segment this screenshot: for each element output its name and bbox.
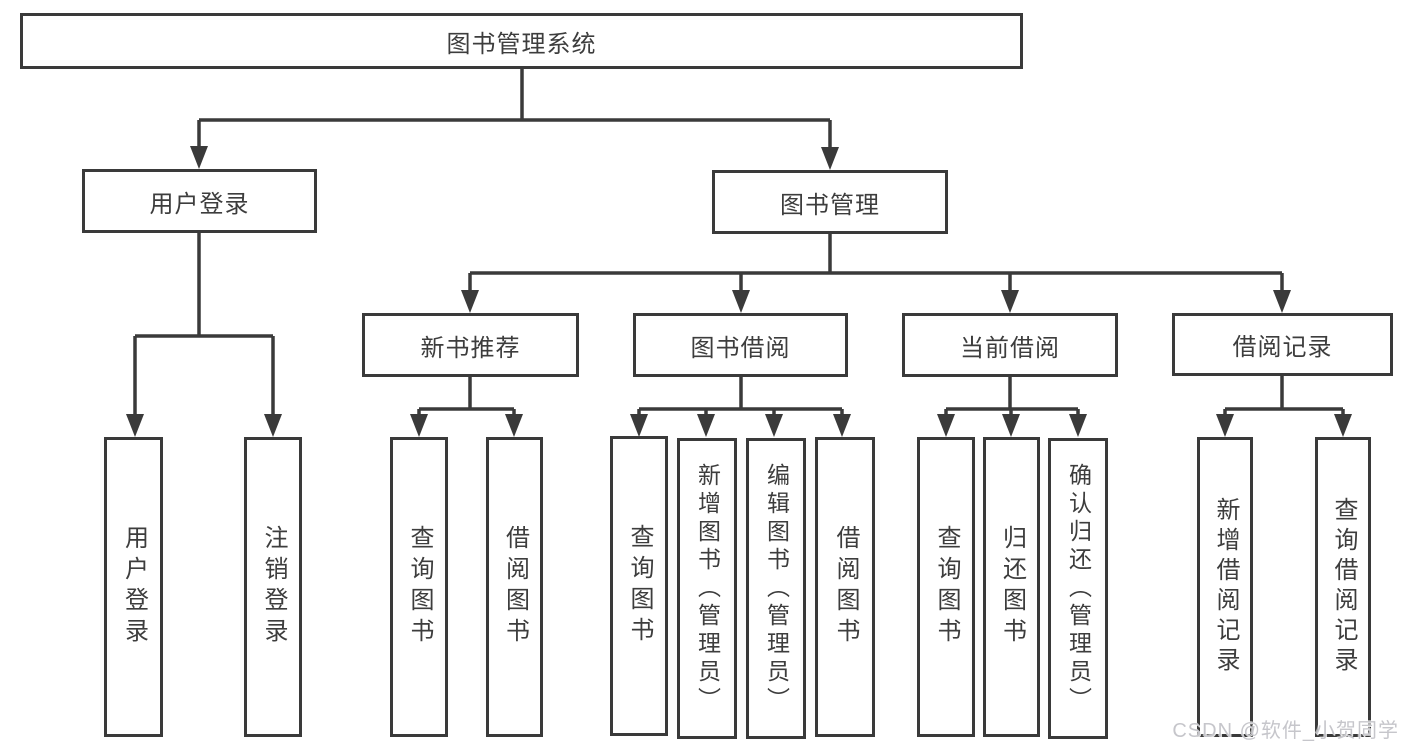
node-label: 编辑图书（管理员）: [763, 462, 790, 715]
node-label: 归还图书: [998, 525, 1026, 649]
node-label: 图书借阅: [690, 334, 791, 362]
arrowhead-icon: [732, 290, 750, 313]
arrowhead-icon: [1216, 414, 1234, 437]
node-new-books: 新书推荐: [362, 313, 579, 377]
node-label: 借阅图书: [832, 525, 859, 649]
node-label: 借阅图书: [501, 525, 529, 649]
node-leaf-borrow-books: 借阅图书: [815, 437, 875, 737]
node-leaf-edit-book-admin: 编辑图书（管理员）: [746, 438, 806, 739]
node-user-login: 用户登录: [82, 169, 317, 233]
node-leaf-query-books-current: 查询图书: [917, 437, 975, 737]
arrowhead-icon: [410, 414, 428, 437]
arrowhead-icon: [126, 414, 144, 437]
node-leaf-return-book: 归还图书: [983, 437, 1040, 737]
arrowhead-icon: [461, 290, 479, 313]
arrowhead-icon: [937, 414, 955, 437]
node-leaf-query-books-new: 查询图书: [390, 437, 448, 737]
node-leaf-add-book-admin: 新增图书（管理员）: [677, 438, 737, 739]
arrowhead-icon: [190, 146, 208, 169]
node-leaf-user-login: 用户登录: [104, 437, 163, 737]
arrowhead-icon: [821, 147, 839, 170]
arrowhead-icon: [505, 414, 523, 437]
node-leaf-logout: 注销登录: [244, 437, 302, 737]
arrowhead-icon: [1273, 290, 1291, 313]
node-leaf-add-borrow-record: 新增借阅记录: [1197, 437, 1253, 737]
node-label: 确认归还（管理员）: [1065, 462, 1092, 715]
node-label: 当前借阅: [960, 334, 1060, 362]
node-leaf-confirm-return-admin: 确认归还（管理员）: [1048, 438, 1108, 739]
node-label: 查询图书: [626, 524, 653, 648]
node-leaf-borrow-books-new: 借阅图书: [486, 437, 543, 737]
node-label: 用户登录: [120, 525, 148, 649]
arrowhead-icon: [697, 414, 715, 437]
node-label: 图书管理: [780, 191, 880, 219]
node-label: 借阅记录: [1232, 334, 1333, 361]
node-label: 新增图书（管理员）: [694, 462, 721, 715]
node-label: 查询图书: [406, 525, 433, 649]
arrowhead-icon: [1002, 414, 1020, 437]
node-label: 用户登录: [149, 190, 250, 218]
arrowhead-icon: [1069, 414, 1087, 437]
node-leaf-query-books-borrow: 查询图书: [610, 436, 668, 736]
node-root-label: 图书管理系统: [446, 30, 597, 58]
node-book-borrow: 图书借阅: [633, 313, 848, 377]
node-leaf-query-borrow-record: 查询借阅记录: [1315, 437, 1371, 737]
node-book-mgmt: 图书管理: [712, 170, 948, 234]
node-current-borrow: 当前借阅: [902, 313, 1118, 377]
node-label: 新书推荐: [420, 334, 521, 362]
node-root: 图书管理系统: [20, 13, 1023, 69]
node-label: 新增借阅记录: [1212, 497, 1239, 677]
arrowhead-icon: [833, 414, 851, 437]
node-label: 查询图书: [933, 525, 960, 649]
node-label: 查询借阅记录: [1330, 497, 1357, 677]
arrowhead-icon: [630, 414, 648, 437]
arrowhead-icon: [765, 414, 783, 437]
arrowhead-icon: [1001, 290, 1019, 313]
node-borrow-records: 借阅记录: [1172, 313, 1393, 376]
arrowhead-icon: [264, 414, 282, 437]
watermark: CSDN @软件_小贺同学: [1172, 720, 1399, 742]
node-label: 注销登录: [260, 525, 287, 649]
arrowhead-icon: [1334, 414, 1352, 437]
